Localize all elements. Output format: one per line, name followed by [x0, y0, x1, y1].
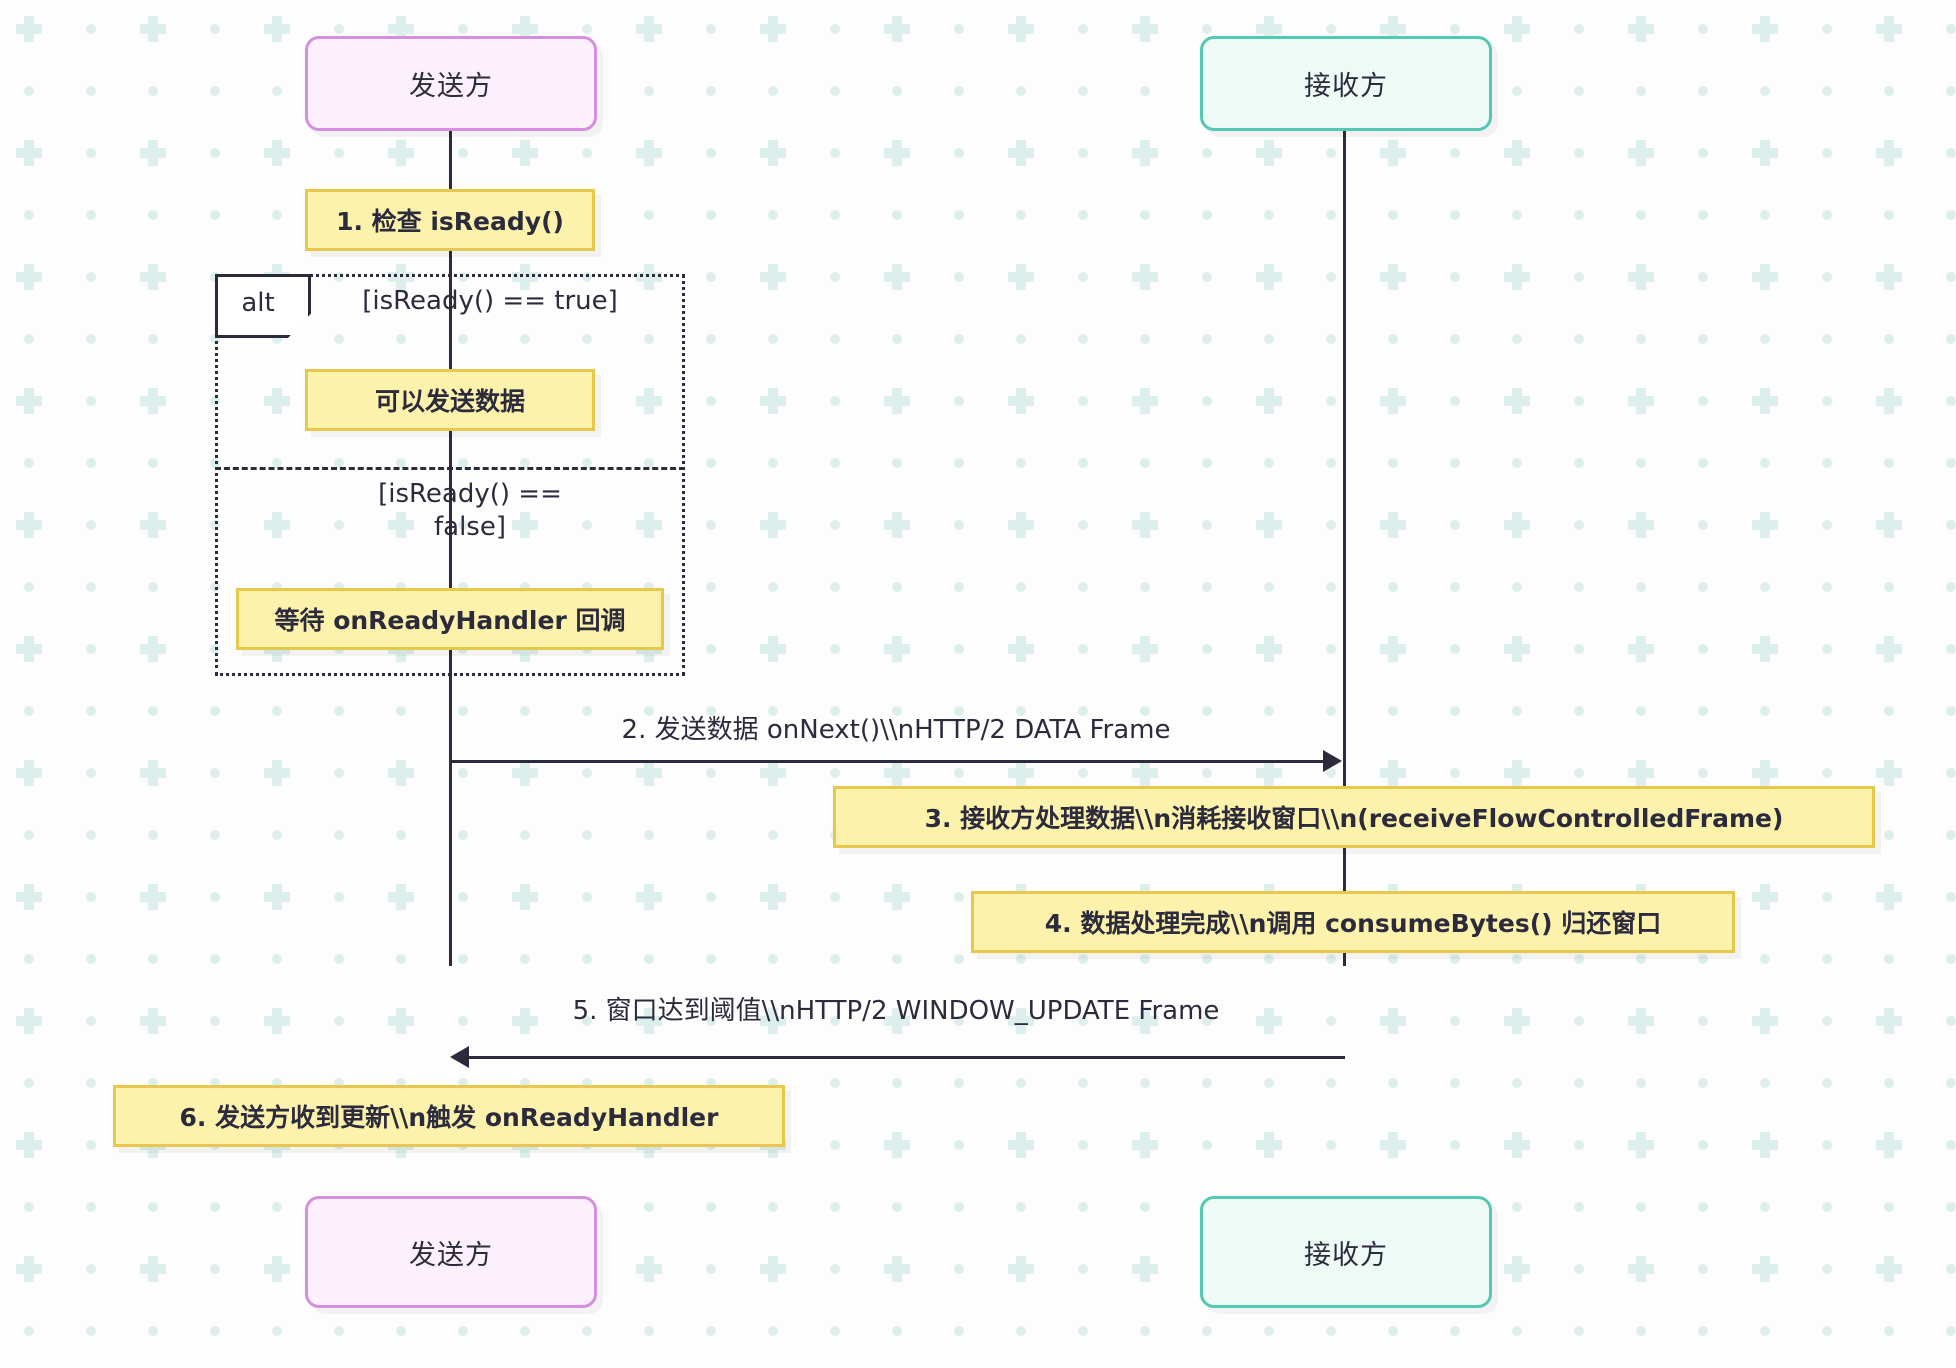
note-can-send-data-label: 可以发送数据	[374, 387, 525, 416]
alt-condition-false-line2: false]	[434, 511, 506, 542]
note-sender-receives-update-label: 6. 发送方收到更新\\n触发 onReadyHandler	[179, 1103, 719, 1132]
message-2-line	[451, 760, 1323, 763]
alt-fragment-label: alt	[241, 288, 275, 318]
note-consume-bytes-label: 4. 数据处理完成\\n调用 consumeBytes() 归还窗口	[1044, 909, 1662, 938]
alt-fragment-divider	[215, 467, 685, 470]
message-2-text: 2. 发送数据 onNext()\\nHTTP/2 DATA Frame	[621, 715, 1171, 745]
message-5-label: 5. 窗口达到阈值\\nHTTP/2 WINDOW_UPDATE Frame	[449, 990, 1343, 1027]
participant-receiver-bottom[interactable]: 接收方	[1200, 1196, 1492, 1308]
note-check-isready[interactable]: 1. 检查 isReady()	[305, 189, 595, 251]
participant-sender-top-label: 发送方	[409, 71, 493, 102]
note-sender-receives-update[interactable]: 6. 发送方收到更新\\n触发 onReadyHandler	[113, 1085, 785, 1147]
participant-receiver-top[interactable]: 接收方	[1200, 36, 1492, 131]
message-2-arrowhead	[1323, 750, 1342, 772]
alt-condition-false-line1: [isReady() ==	[378, 479, 562, 509]
alt-fragment-label-box: alt	[215, 274, 311, 338]
note-wait-onreadyhandler[interactable]: 等待 onReadyHandler 回调	[236, 588, 664, 650]
message-5-arrowhead	[450, 1046, 469, 1068]
note-check-isready-label: 1. 检查 isReady()	[336, 207, 564, 236]
note-can-send-data[interactable]: 可以发送数据	[305, 369, 595, 431]
note-receiver-process-data-label: 3. 接收方处理数据\\n消耗接收窗口\\n(receiveFlowContro…	[924, 804, 1784, 833]
participant-sender-bottom-label: 发送方	[409, 1239, 493, 1271]
message-5-line	[469, 1056, 1345, 1059]
note-wait-onreadyhandler-label: 等待 onReadyHandler 回调	[274, 606, 626, 635]
message-2-label: 2. 发送数据 onNext()\\nHTTP/2 DATA Frame	[449, 709, 1343, 746]
note-consume-bytes[interactable]: 4. 数据处理完成\\n调用 consumeBytes() 归还窗口	[971, 891, 1735, 953]
participant-receiver-bottom-label: 接收方	[1304, 1239, 1388, 1271]
message-5-text: 5. 窗口达到阈值\\nHTTP/2 WINDOW_UPDATE Frame	[572, 996, 1220, 1026]
participant-receiver-top-label: 接收方	[1304, 71, 1388, 102]
alt-condition-true-text: [isReady() == true]	[362, 286, 618, 316]
participant-sender-top[interactable]: 发送方	[305, 36, 597, 131]
alt-condition-false: [isReady() == false]	[330, 478, 610, 543]
note-receiver-process-data[interactable]: 3. 接收方处理数据\\n消耗接收窗口\\n(receiveFlowContro…	[833, 786, 1875, 848]
participant-sender-bottom[interactable]: 发送方	[305, 1196, 597, 1308]
alt-condition-true: [isReady() == true]	[330, 285, 650, 318]
